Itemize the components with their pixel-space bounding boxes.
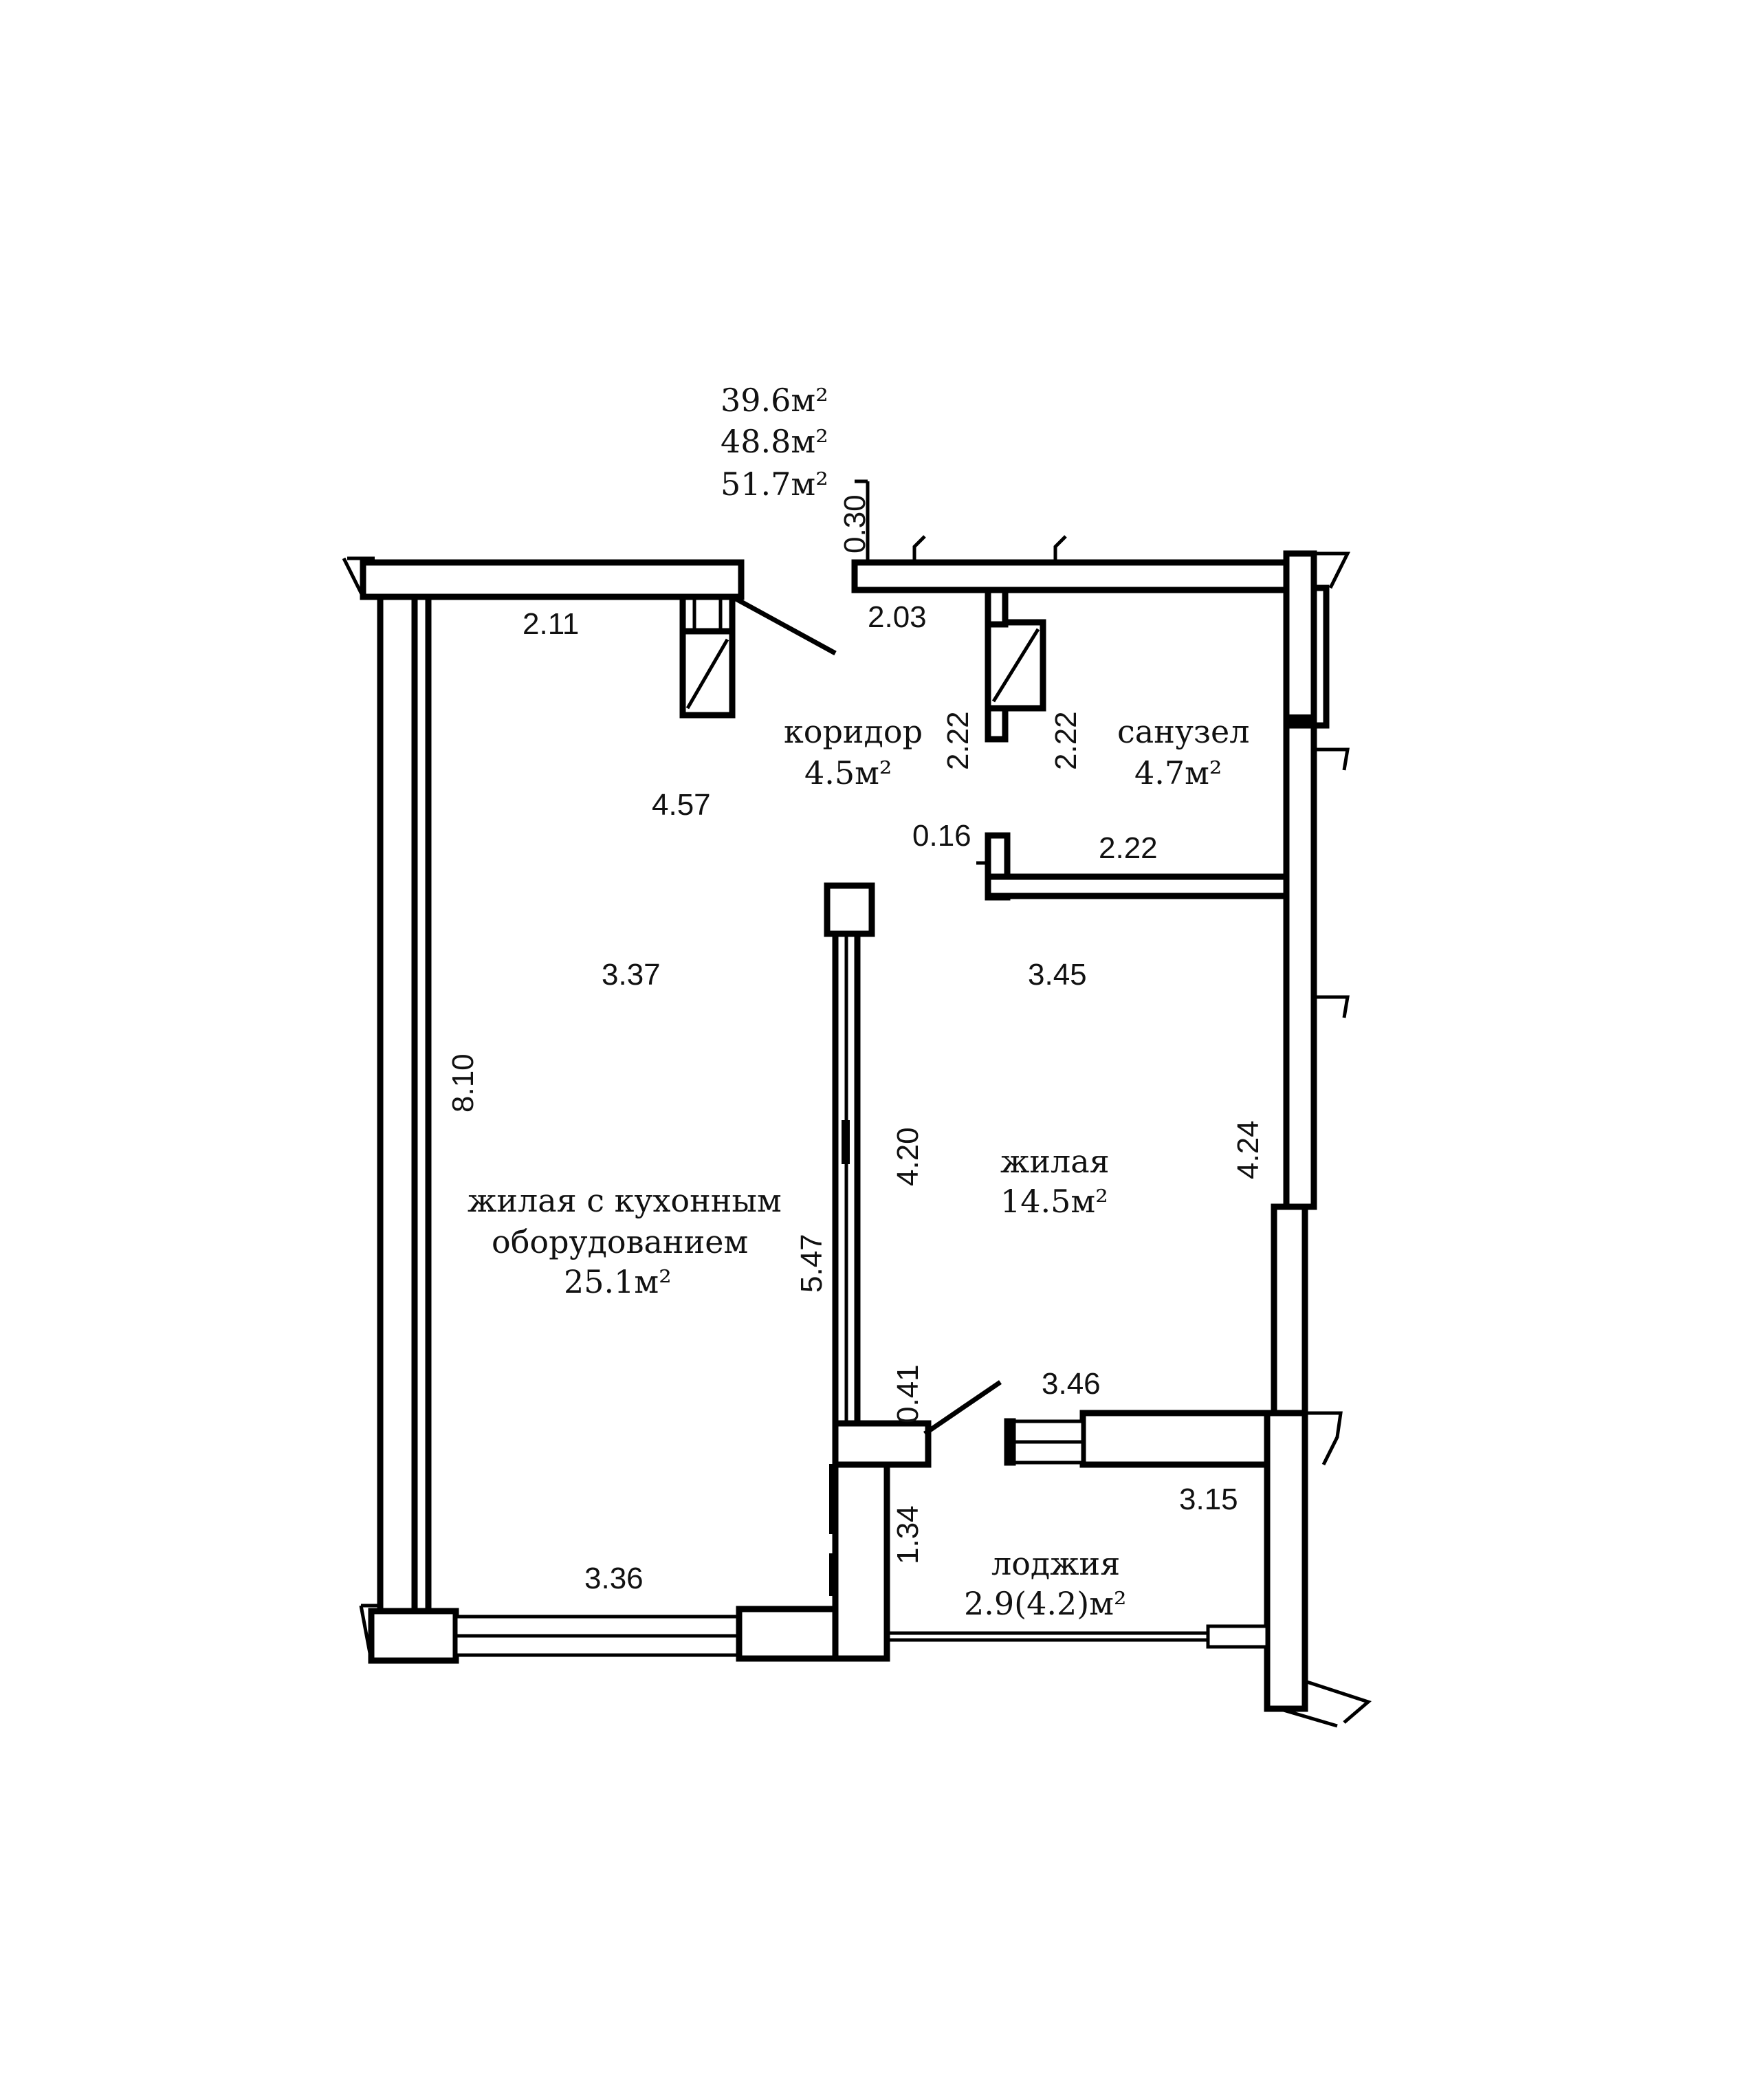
dim-2-22-c: 2.22	[1099, 831, 1158, 865]
dim-5-47: 5.47	[795, 1234, 828, 1293]
dim-4-20: 4.20	[891, 1127, 925, 1186]
dim-3-45: 3.45	[1028, 958, 1087, 992]
room-kitchen-name-line1: жилая с кухонным	[468, 1182, 782, 1219]
dim-2-11: 2.11	[523, 607, 579, 641]
wall-bedroom-bottom	[1004, 1410, 1271, 1468]
door-loggia	[923, 1380, 1002, 1436]
dim-3-37: 3.37	[602, 958, 661, 992]
total-with-loggia-text: 51.7м²	[721, 466, 828, 503]
dim-0-16: 0.16	[912, 819, 971, 853]
dim-3-15: 3.15	[1179, 1483, 1238, 1516]
room-kitchen-name-line2: оборудованием	[492, 1223, 748, 1260]
dim-8-10: 8.10	[446, 1053, 480, 1113]
dim-4-24: 4.24	[1231, 1120, 1265, 1179]
wall-left	[373, 593, 432, 1615]
dim-0-41: 0.41	[891, 1364, 925, 1423]
wall-right-upper	[1283, 550, 1351, 1210]
room-loggia-area: 2.9(4.2)м²	[964, 1585, 1126, 1622]
wall-interior-vertical	[824, 882, 875, 1427]
dim-0-30: 0.30	[838, 494, 872, 554]
room-bathroom-area: 4.7м²	[1134, 754, 1222, 791]
window-loggia	[887, 1624, 1269, 1649]
vent-shaft-right	[985, 587, 1046, 743]
wall-bottom-left-corner	[359, 1604, 459, 1664]
door-mark-interior	[829, 1120, 850, 1596]
window-kitchen-bottom	[454, 1615, 741, 1657]
dim-2-22-b: 2.22	[1049, 711, 1083, 770]
dim-3-46: 3.46	[1042, 1367, 1101, 1401]
living-area-text: 39.6м²	[721, 382, 828, 419]
dim-4-57: 4.57	[652, 788, 711, 822]
room-corridor-area: 4.5м²	[804, 754, 892, 791]
room-bedroom-area: 14.5м²	[1000, 1183, 1108, 1220]
wall-top-right	[851, 479, 1290, 593]
wall-bottom-middle	[736, 1420, 932, 1662]
dim-2-22-a: 2.22	[941, 711, 975, 770]
room-kitchen-area: 25.1м²	[564, 1263, 672, 1300]
dim-1-34: 1.34	[891, 1505, 925, 1564]
total-area-text: 48.8м²	[721, 423, 828, 460]
door-entry	[731, 594, 837, 656]
room-loggia-name: лоджия	[991, 1545, 1120, 1582]
wall-right-lower	[1264, 1203, 1372, 1728]
dim-3-36: 3.36	[584, 1562, 644, 1595]
room-corridor-name: коридор	[784, 713, 923, 750]
dim-2-03: 2.03	[868, 600, 927, 634]
room-bedroom-name: жилая	[1000, 1143, 1110, 1180]
wall-top-left	[342, 556, 745, 600]
vent-shaft-left	[679, 593, 736, 719]
wall-bathroom-bottom	[976, 832, 1290, 901]
room-bathroom-name: санузел	[1117, 713, 1249, 750]
